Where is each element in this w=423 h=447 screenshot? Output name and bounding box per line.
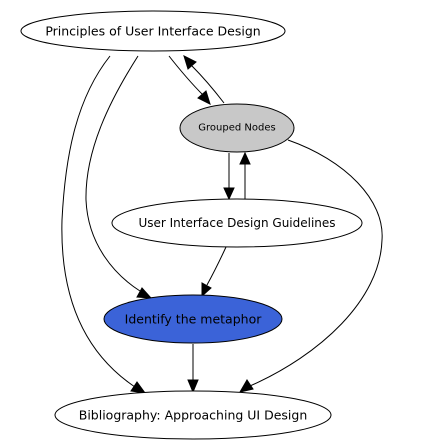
arrow-principles-to-metaphor [136,287,153,299]
edge-grouped-to-principles [191,65,225,104]
arrow-principles-to-grouped [197,90,211,105]
node-grouped[interactable]: Grouped Nodes [179,103,295,153]
edge-principles-to-bibliography [61,55,136,388]
node-grouped-shape [179,103,295,153]
node-bibliography-label: Bibliography: Approaching UI Design [79,408,308,423]
node-bibliography-shape [54,390,332,440]
node-metaphor-label: Identify the metaphor [125,312,263,327]
arrow-metaphor-to-bibliography [187,379,199,394]
arrow-grouped-to-guidelines [223,187,235,201]
arrow-grouped-to-principles [183,55,197,70]
arrow-principles-to-bibliography [130,381,147,394]
node-metaphor-shape [103,294,283,344]
node-guidelines-shape [111,198,363,248]
node-bibliography[interactable]: Bibliography: Approaching UI Design [54,390,332,440]
node-guidelines-label: User Interface Design Guidelines [138,216,335,230]
node-grouped-label: Grouped Nodes [198,123,275,134]
edge-grouped-to-bibliography [249,139,383,387]
arrow-guidelines-to-grouped [239,151,251,165]
node-principles-shape [20,10,286,52]
edges [61,55,383,394]
arrow-grouped-to-bibliography [238,379,254,393]
arrow-guidelines-to-metaphor [201,282,212,298]
edge-guidelines-to-metaphor [206,246,227,286]
edge-principles-to-grouped [168,55,204,96]
node-guidelines[interactable]: User Interface Design Guidelines [111,198,363,248]
edge-principles-to-metaphor [85,55,141,292]
node-principles[interactable]: Principles of User Interface Design [20,10,286,52]
node-metaphor[interactable]: Identify the metaphor [103,294,283,344]
node-principles-label: Principles of User Interface Design [45,24,260,39]
